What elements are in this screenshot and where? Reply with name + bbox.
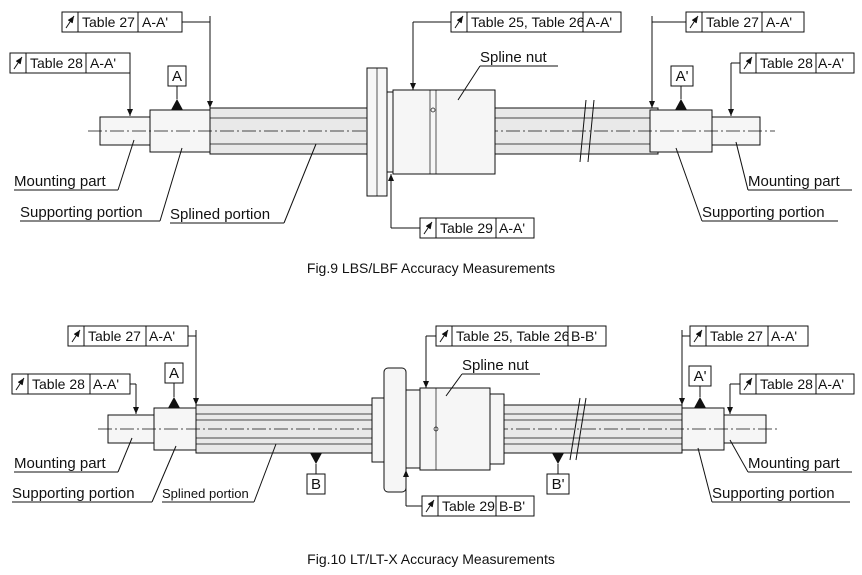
fig9-caption: Fig.9 LBS/LBF Accuracy Measurements	[307, 260, 555, 276]
runout-arrow-icon	[425, 499, 435, 513]
fig10-t27-left-datum: A-A'	[149, 328, 175, 344]
runout-arrow-icon	[439, 329, 449, 343]
fig9-t27-left-ref: Table 27	[82, 14, 135, 30]
fig10-caption: Fig.10 LT/LT-X Accuracy Measurements	[307, 551, 555, 567]
fig9-t28-left-ref: Table 28	[30, 55, 83, 71]
fig10-fcf-table27-left: Table 27 A-A'	[67, 325, 199, 405]
fig10-datum-b: B	[306, 453, 326, 495]
fig10-datum-b-prime: B'	[546, 453, 570, 495]
fig9-datum-a-prime: A'	[670, 65, 694, 110]
fig9-t25-ref: Table 25, Table 26	[471, 14, 585, 30]
runout-arrow-icon	[743, 56, 753, 70]
runout-arrow-icon	[13, 56, 23, 70]
fig9-fcf-table25: Table 25, Table 26 A-A'	[410, 11, 622, 90]
fig10-t27-left-ref: Table 27	[88, 328, 141, 344]
fig10-t25-ref: Table 25, Table 26	[456, 328, 570, 344]
figure-9: A A' Table 27 A-A' Table 28 A-A'	[9, 11, 855, 276]
fig10-datum-a: A	[164, 362, 184, 408]
fig9-mounting-left-label: Mounting part	[14, 173, 107, 190]
fig9-spline-nut-assembly	[366, 67, 496, 197]
fig10-datum-a-label: A	[169, 365, 179, 382]
fig10-supporting-right-label: Supporting portion	[712, 485, 835, 502]
fig9-labels: Spline nut Mounting part Supporting port…	[14, 49, 852, 224]
fig9-fcf-table28-right: Table 28 A-A'	[728, 52, 855, 116]
fig10-fcf-table27-right: Table 27 A-A'	[679, 325, 809, 405]
fig10-spline-nut-assembly	[371, 367, 505, 493]
fig10-t29-ref: Table 29	[442, 498, 495, 514]
fig9-splined-label: Splined portion	[170, 206, 270, 223]
fig9-spline-nut-body	[392, 89, 496, 175]
fig9-t28-left-datum: A-A'	[90, 55, 116, 71]
runout-arrow-icon	[15, 377, 25, 391]
fig9-datum-a-prime-label: A'	[676, 68, 689, 85]
fig10-splined-label: Splined portion	[162, 486, 249, 501]
fig9-t29-datum: A-A'	[499, 220, 525, 236]
fig10-datum-b-prime-label: B'	[552, 476, 565, 493]
fig10-fcf-table28-right: Table 28 A-A'	[727, 373, 855, 414]
fig10-spline-nut-body	[419, 387, 491, 471]
fig10-mounting-left-label: Mounting part	[14, 455, 107, 472]
fig9-t25-datum: A-A'	[586, 14, 612, 30]
runout-arrow-icon	[743, 377, 753, 391]
runout-arrow-icon	[454, 15, 464, 29]
fig9-supporting-right-label: Supporting portion	[702, 204, 825, 221]
runout-arrow-icon	[423, 221, 433, 235]
fig10-t28-right-datum: A-A'	[818, 376, 844, 392]
fig10-datum-b-label: B	[311, 476, 321, 493]
fig9-fcf-table29: Table 29 A-A'	[388, 174, 535, 239]
fig9-supporting-left-label: Supporting portion	[20, 204, 143, 221]
fig10-t27-right-datum: A-A'	[771, 328, 797, 344]
fig9-fcf-table27-left: Table 27 A-A'	[61, 11, 213, 108]
fig9-t27-left-datum: A-A'	[142, 14, 168, 30]
fig10-t25-datum: B-B'	[571, 328, 597, 344]
fig10-datum-a-prime-label: A'	[694, 368, 707, 385]
fig9-t28-right-ref: Table 28	[760, 55, 813, 71]
fig10-t28-left-datum: A-A'	[93, 376, 119, 392]
fig9-mounting-right-label: Mounting part	[748, 173, 841, 190]
fig9-t27-right-ref: Table 27	[706, 14, 759, 30]
fig9-supporting-portion-right	[649, 109, 713, 153]
fig10-t27-right-ref: Table 27	[710, 328, 763, 344]
figure-10: A A' B B' Table 27 A-A'	[11, 325, 855, 567]
fig9-t27-right-datum: A-A'	[766, 14, 792, 30]
runout-arrow-icon	[71, 329, 81, 343]
fig9-t29-ref: Table 29	[440, 220, 493, 236]
runout-arrow-icon	[689, 15, 699, 29]
fig9-datum-a-label: A	[172, 68, 182, 85]
fig10-mounting-right-label: Mounting part	[748, 455, 841, 472]
fig10-flange	[383, 367, 407, 493]
fig9-datum-a: A	[167, 65, 187, 110]
fig10-fcf-table25: Table 25, Table 26 B-B'	[423, 325, 607, 388]
fig10-supporting-left-label: Supporting portion	[12, 485, 135, 502]
fig10-t28-left-ref: Table 28	[32, 376, 85, 392]
fig9-t28-right-datum: A-A'	[818, 55, 844, 71]
fig9-fcf-table27-right: Table 27 A-A'	[649, 11, 805, 108]
fig9-fcf-table28-left: Table 28 A-A'	[9, 52, 133, 116]
fig10-break-mark	[569, 397, 587, 461]
fig10-datum-a-prime: A'	[688, 365, 712, 408]
fig10-t28-right-ref: Table 28	[760, 376, 813, 392]
runout-arrow-icon	[65, 15, 75, 29]
fig9-spline-nut-label: Spline nut	[480, 49, 548, 66]
runout-arrow-icon	[693, 329, 703, 343]
fig10-fcf-table28-left: Table 28 A-A'	[11, 373, 139, 414]
fig10-t29-datum: B-B'	[499, 498, 525, 514]
fig9-break-mark	[579, 99, 595, 163]
fig10-labels: Spline nut Mounting part Supporting port…	[12, 357, 852, 503]
fig10-spline-nut-label: Spline nut	[462, 357, 530, 374]
fig10-fcf-table29: Table 29 B-B'	[403, 470, 535, 517]
